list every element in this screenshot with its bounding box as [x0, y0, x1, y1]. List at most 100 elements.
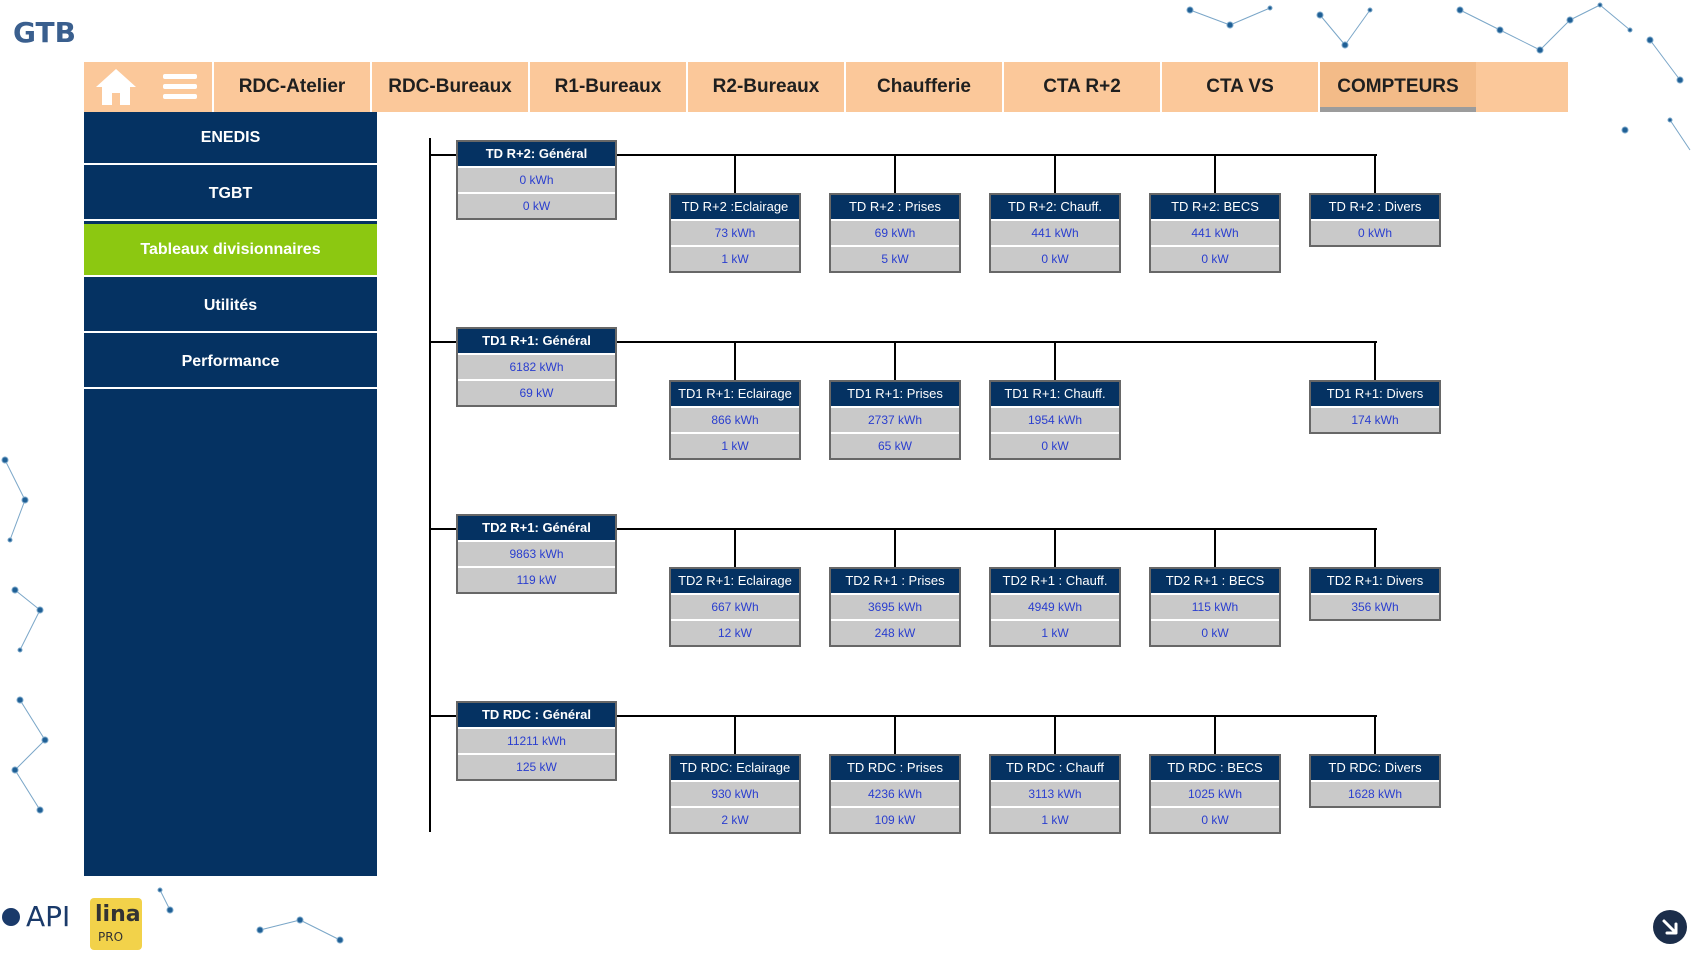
top-nav: RDC-Atelier RDC-Bureaux R1-Bureaux R2-Bu…: [84, 62, 1568, 112]
home-icon: [96, 69, 136, 105]
navigate-button[interactable]: [1653, 910, 1687, 944]
sidebar-item-performance[interactable]: Performance: [84, 336, 377, 389]
api-logo-mark: [2, 907, 20, 926]
tab-r1-bureaux[interactable]: R1-Bureaux: [528, 62, 686, 112]
meter-name: TD1 R+1: Eclairage: [671, 382, 799, 406]
meter-name: TD RDC: Eclairage: [671, 756, 799, 780]
meter-name: TD R+2: Chauff.: [991, 195, 1119, 219]
meter-name: TD2 R+1: Divers: [1311, 569, 1439, 593]
meter-name: TD RDC: Divers: [1311, 756, 1439, 780]
meter-power: 0 kW: [458, 192, 615, 218]
meter-power: 109 kW: [831, 806, 959, 832]
meter-energy: 0 kWh: [458, 166, 615, 192]
meter-name: TD RDC : Chauff: [991, 756, 1119, 780]
meter-name: TD1 R+1: Prises: [831, 382, 959, 406]
meter-name: TD R+2: BECS: [1151, 195, 1279, 219]
meter-name: TD2 R+1: Eclairage: [671, 569, 799, 593]
api-logo: API: [2, 900, 70, 933]
api-logo-text: API: [26, 900, 71, 933]
tab-r2-bureaux[interactable]: R2-Bureaux: [686, 62, 844, 112]
meter-energy: 69 kWh: [831, 219, 959, 245]
meter-power: 0 kW: [991, 245, 1119, 271]
meter-energy: 6182 kWh: [458, 353, 615, 379]
meter-name: TD2 R+1: Général: [458, 516, 615, 540]
sidebar-item-utilites[interactable]: Utilités: [84, 280, 377, 333]
meter-energy: 73 kWh: [671, 219, 799, 245]
meter-name: TD R+2 : Divers: [1311, 195, 1439, 219]
meter-power: 0 kW: [991, 432, 1119, 458]
arrow-down-right-icon: [1662, 919, 1678, 935]
meter-energy: 3113 kWh: [991, 780, 1119, 806]
sidebar: ENEDIS TGBT Tableaux divisionnaires Util…: [84, 112, 377, 876]
meter-power: 65 kW: [831, 432, 959, 458]
meter-energy: 356 kWh: [1311, 593, 1439, 619]
decorative-network-left: [1, 456, 49, 814]
meter-energy: 441 kWh: [1151, 219, 1279, 245]
meter-name: TD2 R+1 : Prises: [831, 569, 959, 593]
meter-energy: 3695 kWh: [831, 593, 959, 619]
tab-chaufferie[interactable]: Chaufferie: [844, 62, 1002, 112]
sidebar-item-tgbt[interactable]: TGBT: [84, 168, 377, 221]
menu-button[interactable]: [148, 62, 212, 112]
meter-power: 1 kW: [991, 806, 1119, 832]
decorative-network-bottom: [157, 887, 344, 944]
tab-cta-vs[interactable]: CTA VS: [1160, 62, 1318, 112]
meter-power: 12 kW: [671, 619, 799, 645]
meter-name: TD RDC : BECS: [1151, 756, 1279, 780]
meter-name: TD1 R+1: Divers: [1311, 382, 1439, 406]
meter-energy: 4949 kWh: [991, 593, 1119, 619]
sidebar-item-enedis[interactable]: ENEDIS: [84, 112, 377, 165]
meter-name: TD RDC : Général: [458, 703, 615, 727]
meter-energy: 0 kWh: [1311, 219, 1439, 245]
meter-name: TD1 R+1: Chauff.: [991, 382, 1119, 406]
meter-name: TD R+2 :Eclairage: [671, 195, 799, 219]
meter-energy: 441 kWh: [991, 219, 1119, 245]
meter-energy: 2737 kWh: [831, 406, 959, 432]
tab-rdc-atelier[interactable]: RDC-Atelier: [212, 62, 370, 112]
meter-power: 0 kW: [1151, 806, 1279, 832]
sidebar-item-tableaux-divisionnaires[interactable]: Tableaux divisionnaires: [84, 224, 377, 277]
meter-energy: 4236 kWh: [831, 780, 959, 806]
meter-name: TD R+2: Général: [458, 142, 615, 166]
tab-rdc-bureaux[interactable]: RDC-Bureaux: [370, 62, 528, 112]
meter-name: TD R+2 : Prises: [831, 195, 959, 219]
meter-power: 69 kW: [458, 379, 615, 405]
meter-energy: 9863 kWh: [458, 540, 615, 566]
meter-power: 2 kW: [671, 806, 799, 832]
tab-cta-r2[interactable]: CTA R+2: [1002, 62, 1160, 112]
meter-energy: 866 kWh: [671, 406, 799, 432]
meter-power: 125 kW: [458, 753, 615, 779]
meter-power: 1 kW: [671, 245, 799, 271]
lina-logo-text: lina: [95, 902, 141, 927]
meter-power: 0 kW: [1151, 619, 1279, 645]
meter-power: 5 kW: [831, 245, 959, 271]
home-button[interactable]: [84, 62, 148, 112]
tab-compteurs[interactable]: COMPTEURS: [1318, 62, 1476, 112]
meter-power: 0 kW: [1151, 245, 1279, 271]
meter-power: 119 kW: [458, 566, 615, 592]
